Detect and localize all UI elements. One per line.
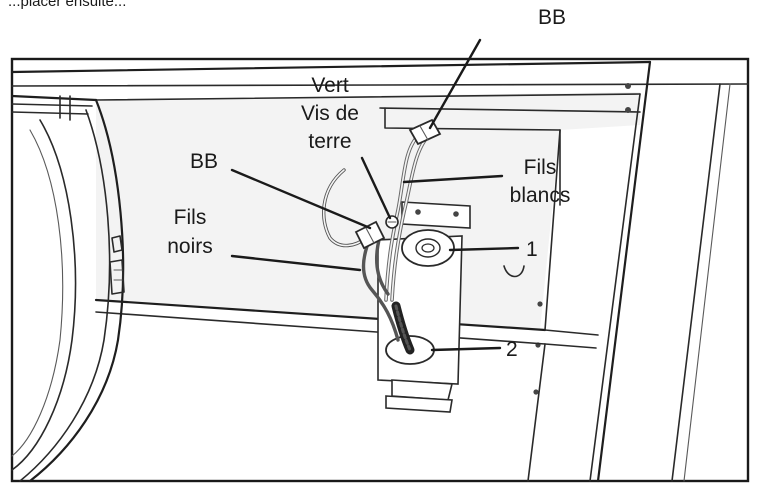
leader-bb-left: [230, 168, 372, 230]
label-bb-left: BB: [190, 150, 218, 173]
leader-fils-blancs: [402, 174, 504, 184]
leader-vert-vis-de-terre: [360, 156, 392, 220]
leader-num-2: [430, 346, 502, 352]
label-fils-noirs-1: Fils: [174, 206, 207, 229]
label-fils-blancs-1: Fils: [524, 156, 557, 179]
wiring-harness: [321, 118, 442, 355]
leader-bb-top: [428, 38, 482, 130]
label-vert: Vert: [311, 74, 349, 97]
diagram-labels: BB Vert Vis de terre BB Fils blancs Fils…: [167, 6, 570, 361]
label-fils-noirs-2: noirs: [167, 235, 213, 258]
label-number-1: 1: [526, 238, 538, 261]
leader-lines: [230, 38, 520, 352]
label-number-2: 2: [506, 338, 518, 361]
label-vis-de: Vis de: [301, 102, 359, 125]
label-bb-top: BB: [538, 6, 566, 29]
label-fils-blancs-2: blancs: [510, 184, 571, 207]
leader-fils-noirs: [230, 254, 362, 272]
leader-num-1: [448, 246, 520, 252]
caption-fragment: ...placer ensuite...: [8, 0, 126, 10]
cabinet-line-art: [10, 60, 749, 483]
label-terre: terre: [308, 130, 351, 153]
